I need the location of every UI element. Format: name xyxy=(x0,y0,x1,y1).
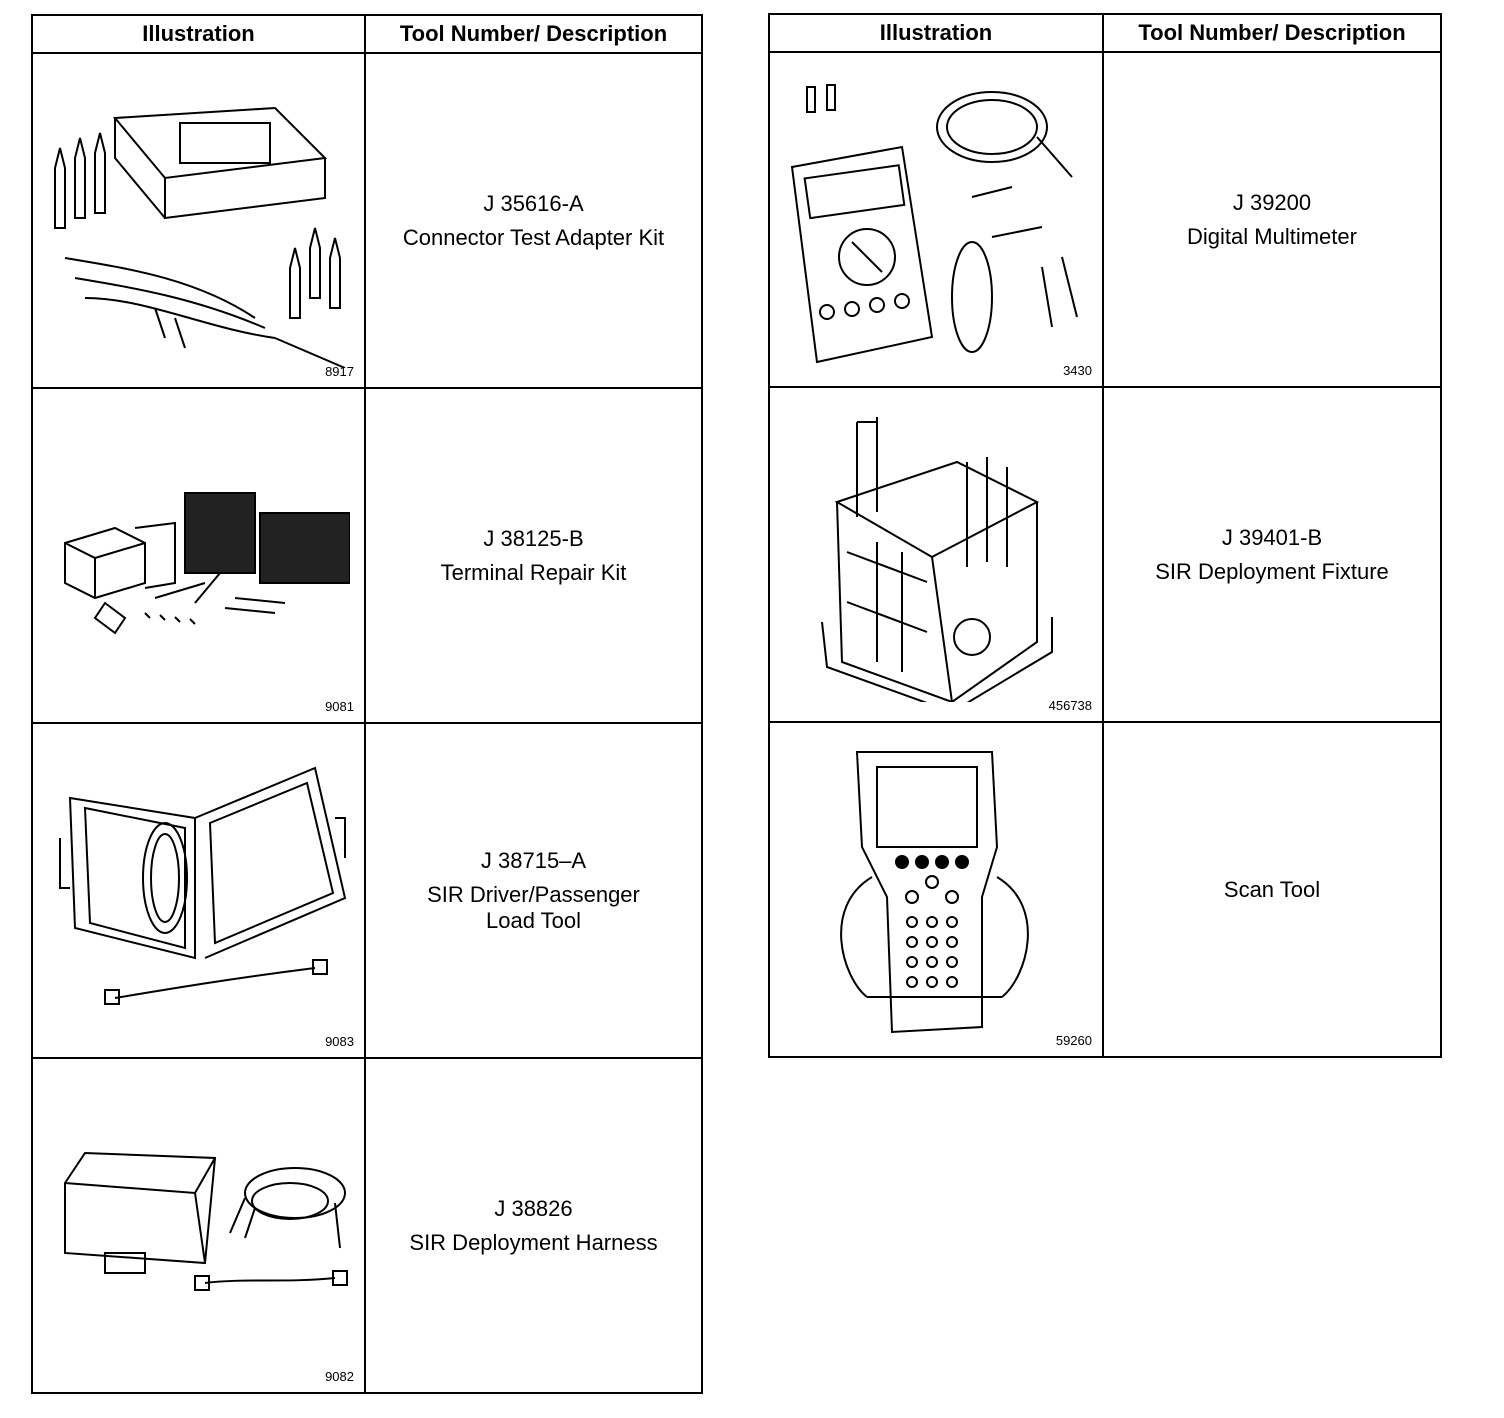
tool-description: SIR Deployment Harness xyxy=(409,1229,658,1255)
tool-number: J 38826 xyxy=(494,1195,573,1221)
tools-table-right: Illustration Tool Number/ Description 34… xyxy=(768,13,1442,1058)
deployment-harness-icon xyxy=(64,1151,348,1291)
figure-number: 9082 xyxy=(325,1369,354,1384)
deployment-fixture-icon xyxy=(821,417,1053,702)
table-row: 9083 J 38715–A SIR Driver/Passenger Load… xyxy=(31,722,703,1059)
tool-description: SIR Driver/Passenger Load Tool xyxy=(427,881,640,933)
tool-description-cell: J 38125-B Terminal Repair Kit xyxy=(364,387,703,724)
illustration-cell: 456738 xyxy=(768,386,1104,723)
tool-description-cell: J 39401-B SIR Deployment Fixture xyxy=(1102,386,1442,723)
figure-number: 3430 xyxy=(1063,363,1092,378)
tools-table-left: Illustration Tool Number/ Description 89… xyxy=(31,14,703,1394)
tool-number: J 35616-A xyxy=(483,190,584,216)
figure-number: 59260 xyxy=(1055,1033,1092,1048)
figure-number: 9083 xyxy=(325,1034,354,1049)
table-row: 59260 Scan Tool xyxy=(768,721,1442,1058)
table-row: 3430 J 39200 Digital Multimeter xyxy=(768,51,1442,388)
terminal-repair-kit-icon xyxy=(64,492,350,635)
load-tool-case-icon xyxy=(59,766,347,1005)
illustration-cell: 9082 xyxy=(31,1057,366,1394)
test-adapter-kit-icon xyxy=(54,106,346,368)
table-row: 8917 J 35616-A Connector Test Adapter Ki… xyxy=(31,52,703,389)
tool-description-cell: Scan Tool xyxy=(1102,721,1442,1058)
tool-header: Tool Number/ Description xyxy=(1102,13,1442,53)
tool-number: J 39200 xyxy=(1232,189,1312,215)
tool-description-cell: J 35616-A Connector Test Adapter Kit xyxy=(364,52,703,389)
illustration-cell: 3430 xyxy=(768,51,1104,388)
tool-number: J 39401-B xyxy=(1221,524,1323,550)
figure-number: 8917 xyxy=(325,364,354,379)
tool-description-cell: J 38715–A SIR Driver/Passenger Load Tool xyxy=(364,722,703,1059)
illustration-cell: 9081 xyxy=(31,387,366,724)
header-row: Illustration Tool Number/ Description xyxy=(31,14,703,54)
multimeter-icon xyxy=(790,84,1078,364)
tool-description: Scan Tool xyxy=(1223,876,1321,902)
tool-number: J 38125-B xyxy=(483,525,584,551)
illustration-header: Illustration xyxy=(768,13,1104,53)
scan-tool-icon xyxy=(840,751,1029,1034)
tool-header: Tool Number/ Description xyxy=(364,14,703,54)
illustration-cell: 8917 xyxy=(31,52,366,389)
illustration-cell: 59260 xyxy=(768,721,1104,1058)
table-row: 9082 J 38826 SIR Deployment Harness xyxy=(31,1057,703,1394)
illustration-header: Illustration xyxy=(31,14,366,54)
table-row: 9081 J 38125-B Terminal Repair Kit xyxy=(31,387,703,724)
figure-number: 456738 xyxy=(1048,698,1092,713)
tool-description: Connector Test Adapter Kit xyxy=(402,224,665,250)
tool-description: Digital Multimeter xyxy=(1187,223,1357,249)
tool-number: J 38715–A xyxy=(480,847,587,873)
tool-description: SIR Deployment Fixture xyxy=(1155,558,1389,584)
tool-description-cell: J 38826 SIR Deployment Harness xyxy=(364,1057,703,1394)
table-row: 456738 J 39401-B SIR Deployment Fixture xyxy=(768,386,1442,723)
tool-description: Terminal Repair Kit xyxy=(440,559,627,585)
tool-description-cell: J 39200 Digital Multimeter xyxy=(1102,51,1442,388)
header-row: Illustration Tool Number/ Description xyxy=(768,13,1442,53)
figure-number: 9081 xyxy=(325,699,354,714)
illustration-cell: 9083 xyxy=(31,722,366,1059)
